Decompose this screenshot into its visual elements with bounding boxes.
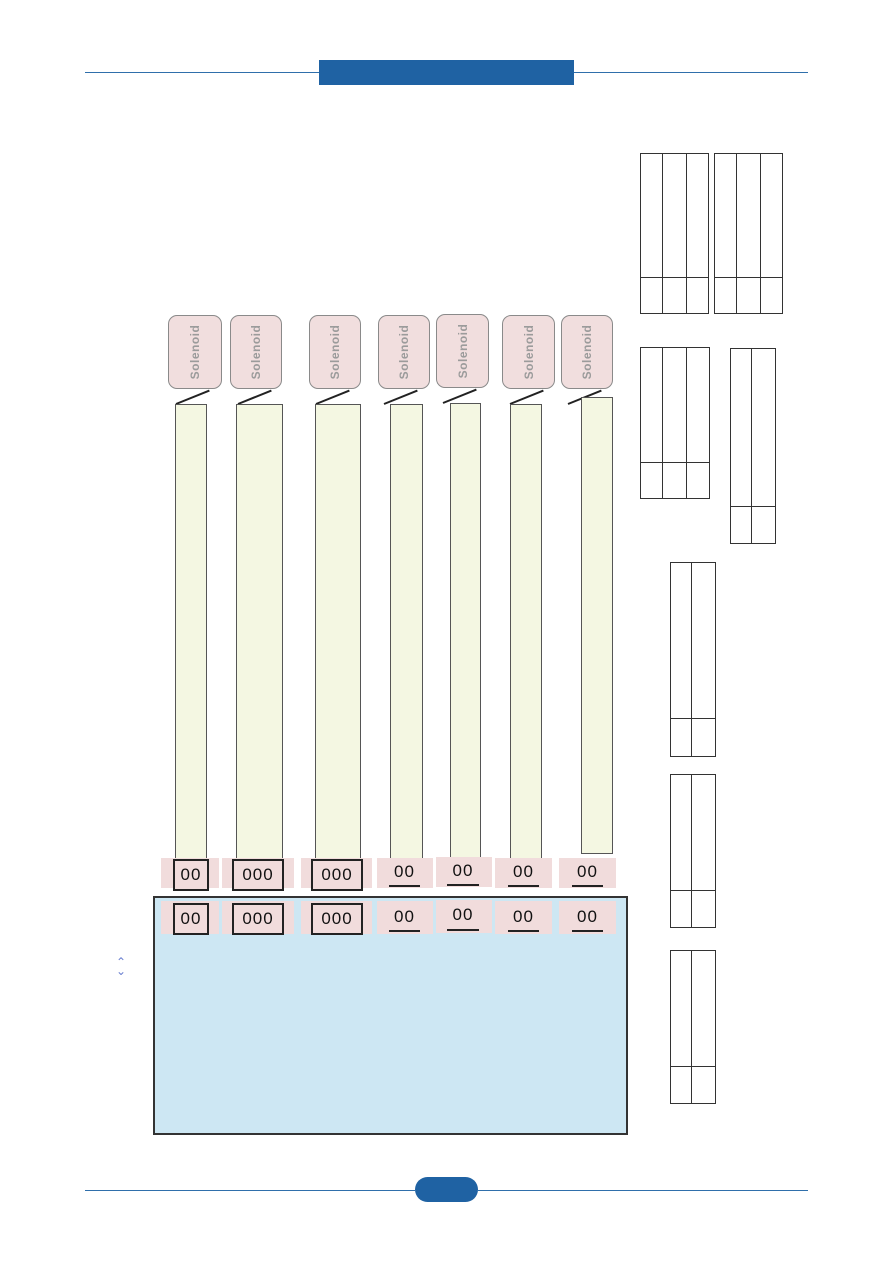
harness-connector-1: 00: [173, 859, 209, 891]
solenoid-link-6: [509, 389, 544, 405]
harness-connector-7: 00: [572, 859, 603, 887]
harness-connector-6: 00: [508, 859, 539, 887]
header-rule-left: [85, 72, 319, 73]
solenoid-label: Solenoid: [521, 324, 536, 380]
pin-table-2: [714, 153, 783, 314]
solenoid-1: Solenoid: [168, 315, 222, 389]
solenoid-link-5: [442, 388, 477, 404]
board-connector-3: 000: [311, 903, 363, 935]
page-number-badge: [415, 1177, 478, 1202]
harness-connector-3: 000: [311, 859, 363, 891]
wire-harness-1: [175, 404, 207, 860]
pin-table-1: [640, 153, 709, 314]
solenoid-2: Solenoid: [230, 315, 282, 389]
harness-connector-4: 00: [389, 859, 420, 887]
solenoid-7: Solenoid: [561, 315, 613, 389]
wire-harness-2: [236, 404, 283, 860]
pin-table-4: [730, 348, 776, 544]
solenoid-label: Solenoid: [249, 324, 263, 380]
solenoid-6: Solenoid: [502, 315, 555, 389]
harness-connector-5: 00: [447, 857, 479, 886]
board-connector-5: 00: [447, 901, 479, 931]
solenoid-label: Solenoid: [455, 323, 470, 379]
pin-table-3: [640, 347, 710, 499]
double-arrow-icon: ⌃⌄: [116, 955, 127, 978]
header-title-bar: [319, 60, 574, 85]
board-connector-6: 00: [508, 903, 539, 932]
wire-harness-6: [510, 404, 542, 860]
board-connector-1: 00: [173, 903, 209, 935]
main-board: [153, 896, 628, 1135]
wire-harness-5: [450, 403, 481, 859]
solenoid-label: Solenoid: [328, 324, 342, 380]
solenoid-link-2: [237, 389, 272, 405]
solenoid-3: Solenoid: [309, 315, 361, 389]
solenoid-label: Solenoid: [580, 324, 594, 380]
board-connector-2: 000: [232, 903, 284, 935]
solenoid-link-1: [175, 389, 210, 405]
board-connector-7: 00: [572, 903, 603, 932]
header-rule-right: [574, 72, 808, 73]
pin-table-7: [670, 950, 716, 1104]
wire-harness-3: [315, 404, 361, 860]
solenoid-4: Solenoid: [378, 315, 430, 389]
pin-table-6: [670, 774, 716, 928]
harness-connector-2: 000: [232, 859, 284, 891]
wire-harness-4: [390, 404, 423, 860]
board-connector-4: 00: [389, 903, 420, 932]
solenoid-link-3: [315, 389, 350, 405]
footer-rule-left: [85, 1190, 415, 1191]
wire-harness-7: [581, 397, 613, 854]
solenoid-5: Solenoid: [436, 314, 489, 388]
footer-rule-right: [478, 1190, 808, 1191]
solenoid-label: Solenoid: [397, 324, 411, 380]
solenoid-label: Solenoid: [188, 324, 202, 380]
pin-table-5: [670, 562, 716, 757]
solenoid-link-4: [383, 389, 418, 405]
